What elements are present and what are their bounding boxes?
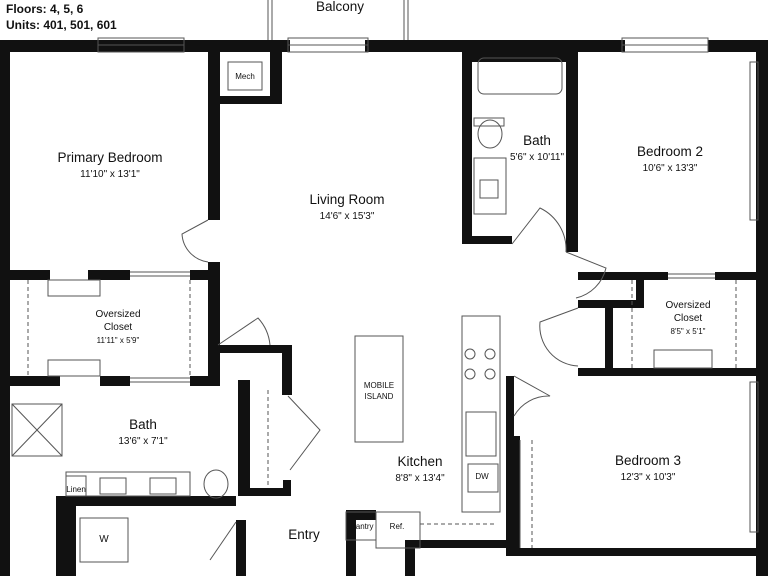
bedroom-2-label: Bedroom 2 [636,144,704,159]
closet-primary-label-2: Closet [103,322,133,333]
linen-label: Linen [66,485,86,494]
washer-label: W [99,534,109,545]
ref-label: Ref. [389,522,405,531]
kitchen-label: Kitchen [397,454,443,469]
walls [0,40,768,576]
balcony-label: Balcony [315,0,365,14]
living-room-label: Living Room [309,192,385,207]
bedroom-3-label: Bedroom 3 [614,453,682,468]
mech-label: Mech [235,72,255,81]
pantry-label: Pantry [350,522,374,531]
closet-2-dims: 8'5" x 5'1" [670,327,706,336]
closet-2-label-1: Oversized [665,300,711,311]
bedroom-2-dims: 10'6" x 13'3" [642,163,698,174]
closet-primary-label-1: Oversized [95,309,141,320]
kitchen-dims: 8'8" x 13'4" [395,473,445,484]
bath-primary-label: Bath [129,417,157,432]
dw-label: DW [475,472,489,481]
entry-label: Entry [288,527,320,542]
island-label-1: MOBILE [363,381,395,390]
bedroom-3-dims: 12'3" x 10'3" [620,472,676,483]
closet-primary-dims: 11'11" x 5'9" [96,336,140,345]
closet-2-label-2: Closet [673,313,703,324]
bath-small-dims: 5'6" x 10'11" [509,152,565,163]
units-label: Units: 401, 501, 601 [6,18,117,32]
fixtures [11,57,737,563]
primary-bedroom-label: Primary Bedroom [57,150,163,165]
windows [97,0,759,533]
primary-bedroom-dims: 11'10" x 13'1" [80,169,140,180]
floors-label: Floors: 4, 5, 6 [6,2,84,16]
bath-primary-dims: 13'6" x 7'1" [118,436,168,447]
bath-small-label: Bath [523,133,551,148]
door-swings [130,207,715,561]
island-label-2: ISLAND [364,392,394,401]
living-room-dims: 14'6" x 15'3" [319,211,375,222]
